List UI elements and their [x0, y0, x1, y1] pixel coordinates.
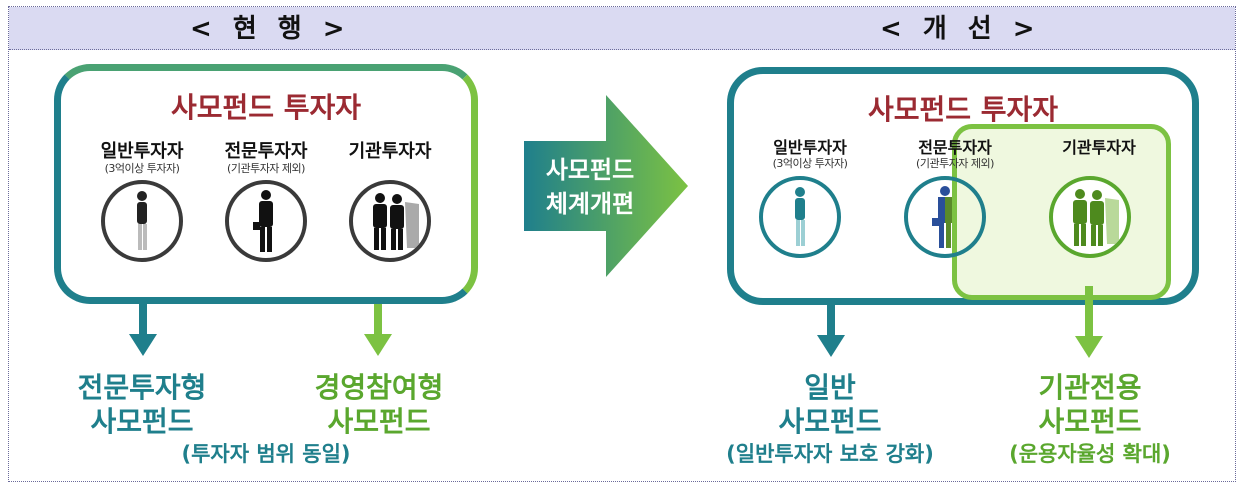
improved-general-investor-label: 일반투자자 — [773, 138, 847, 157]
business-group-icon — [1049, 176, 1131, 258]
improved-outcome-1-line2: 사모펀드 — [778, 405, 882, 438]
transition-arrow — [524, 95, 688, 277]
current-arrow-down-1 — [129, 304, 157, 356]
businessman-icon — [904, 176, 986, 258]
current-outcome-2-line1: 경영참여형 — [314, 371, 444, 404]
current-outcome-2-line2: 사모펀드 — [327, 405, 431, 438]
improved-general-investor-sub: (3억이상 투자자) — [772, 157, 848, 170]
outer-frame — [8, 6, 1236, 482]
current-outcome-1-line2: 사모펀드 — [90, 405, 194, 438]
improved-institutional-investor-label: 기관투자자 — [1062, 138, 1136, 157]
current-institutional-investor-label: 기관투자자 — [348, 141, 432, 162]
current-arrow-down-2 — [364, 304, 392, 356]
improved-investor-panel — [727, 67, 1199, 305]
current-pro-investor-label: 전문투자자 — [224, 141, 308, 162]
header-improved: < 개 선 > — [880, 14, 1041, 44]
current-panel-title: 사모펀드 투자자 — [170, 91, 362, 124]
improved-panel-title: 사모펀드 투자자 — [867, 93, 1059, 126]
transition-label-line2: 체계개편 — [545, 190, 635, 218]
improved-outcome-2-line1: 기관전용 — [1038, 371, 1142, 404]
current-investor-panel — [54, 64, 478, 304]
current-note: (투자자 범위 동일) — [181, 442, 351, 466]
improved-arrow-down-2 — [1075, 286, 1103, 358]
improved-outcome-1-note: (일반투자자 보호 강화) — [726, 442, 934, 466]
casual-person-icon — [101, 180, 183, 262]
current-general-investor-sub: (3억이상 투자자) — [104, 162, 180, 175]
businessman-icon — [225, 180, 307, 262]
improved-outcome-2-note: (운용자율성 확대) — [1009, 442, 1171, 466]
header-band — [9, 7, 1235, 50]
transition-label-line1: 사모펀드 — [545, 156, 635, 184]
business-group-icon — [349, 180, 431, 262]
header-current: < 현 행 > — [190, 14, 351, 44]
current-outcome-1-line1: 전문투자형 — [77, 371, 207, 404]
improved-pro-investor-label: 전문투자자 — [918, 138, 992, 157]
casual-person-icon — [759, 176, 841, 258]
current-pro-investor-sub: (기관투자자 제외) — [227, 162, 305, 175]
improved-pro-investor-sub: (기관투자자 제외) — [916, 157, 994, 170]
improved-outcome-2-line2: 사모펀드 — [1038, 405, 1142, 438]
improved-outcome-1-line1: 일반 — [804, 371, 856, 404]
improved-arrow-down-1 — [817, 305, 845, 357]
current-general-investor-label: 일반투자자 — [100, 141, 184, 162]
